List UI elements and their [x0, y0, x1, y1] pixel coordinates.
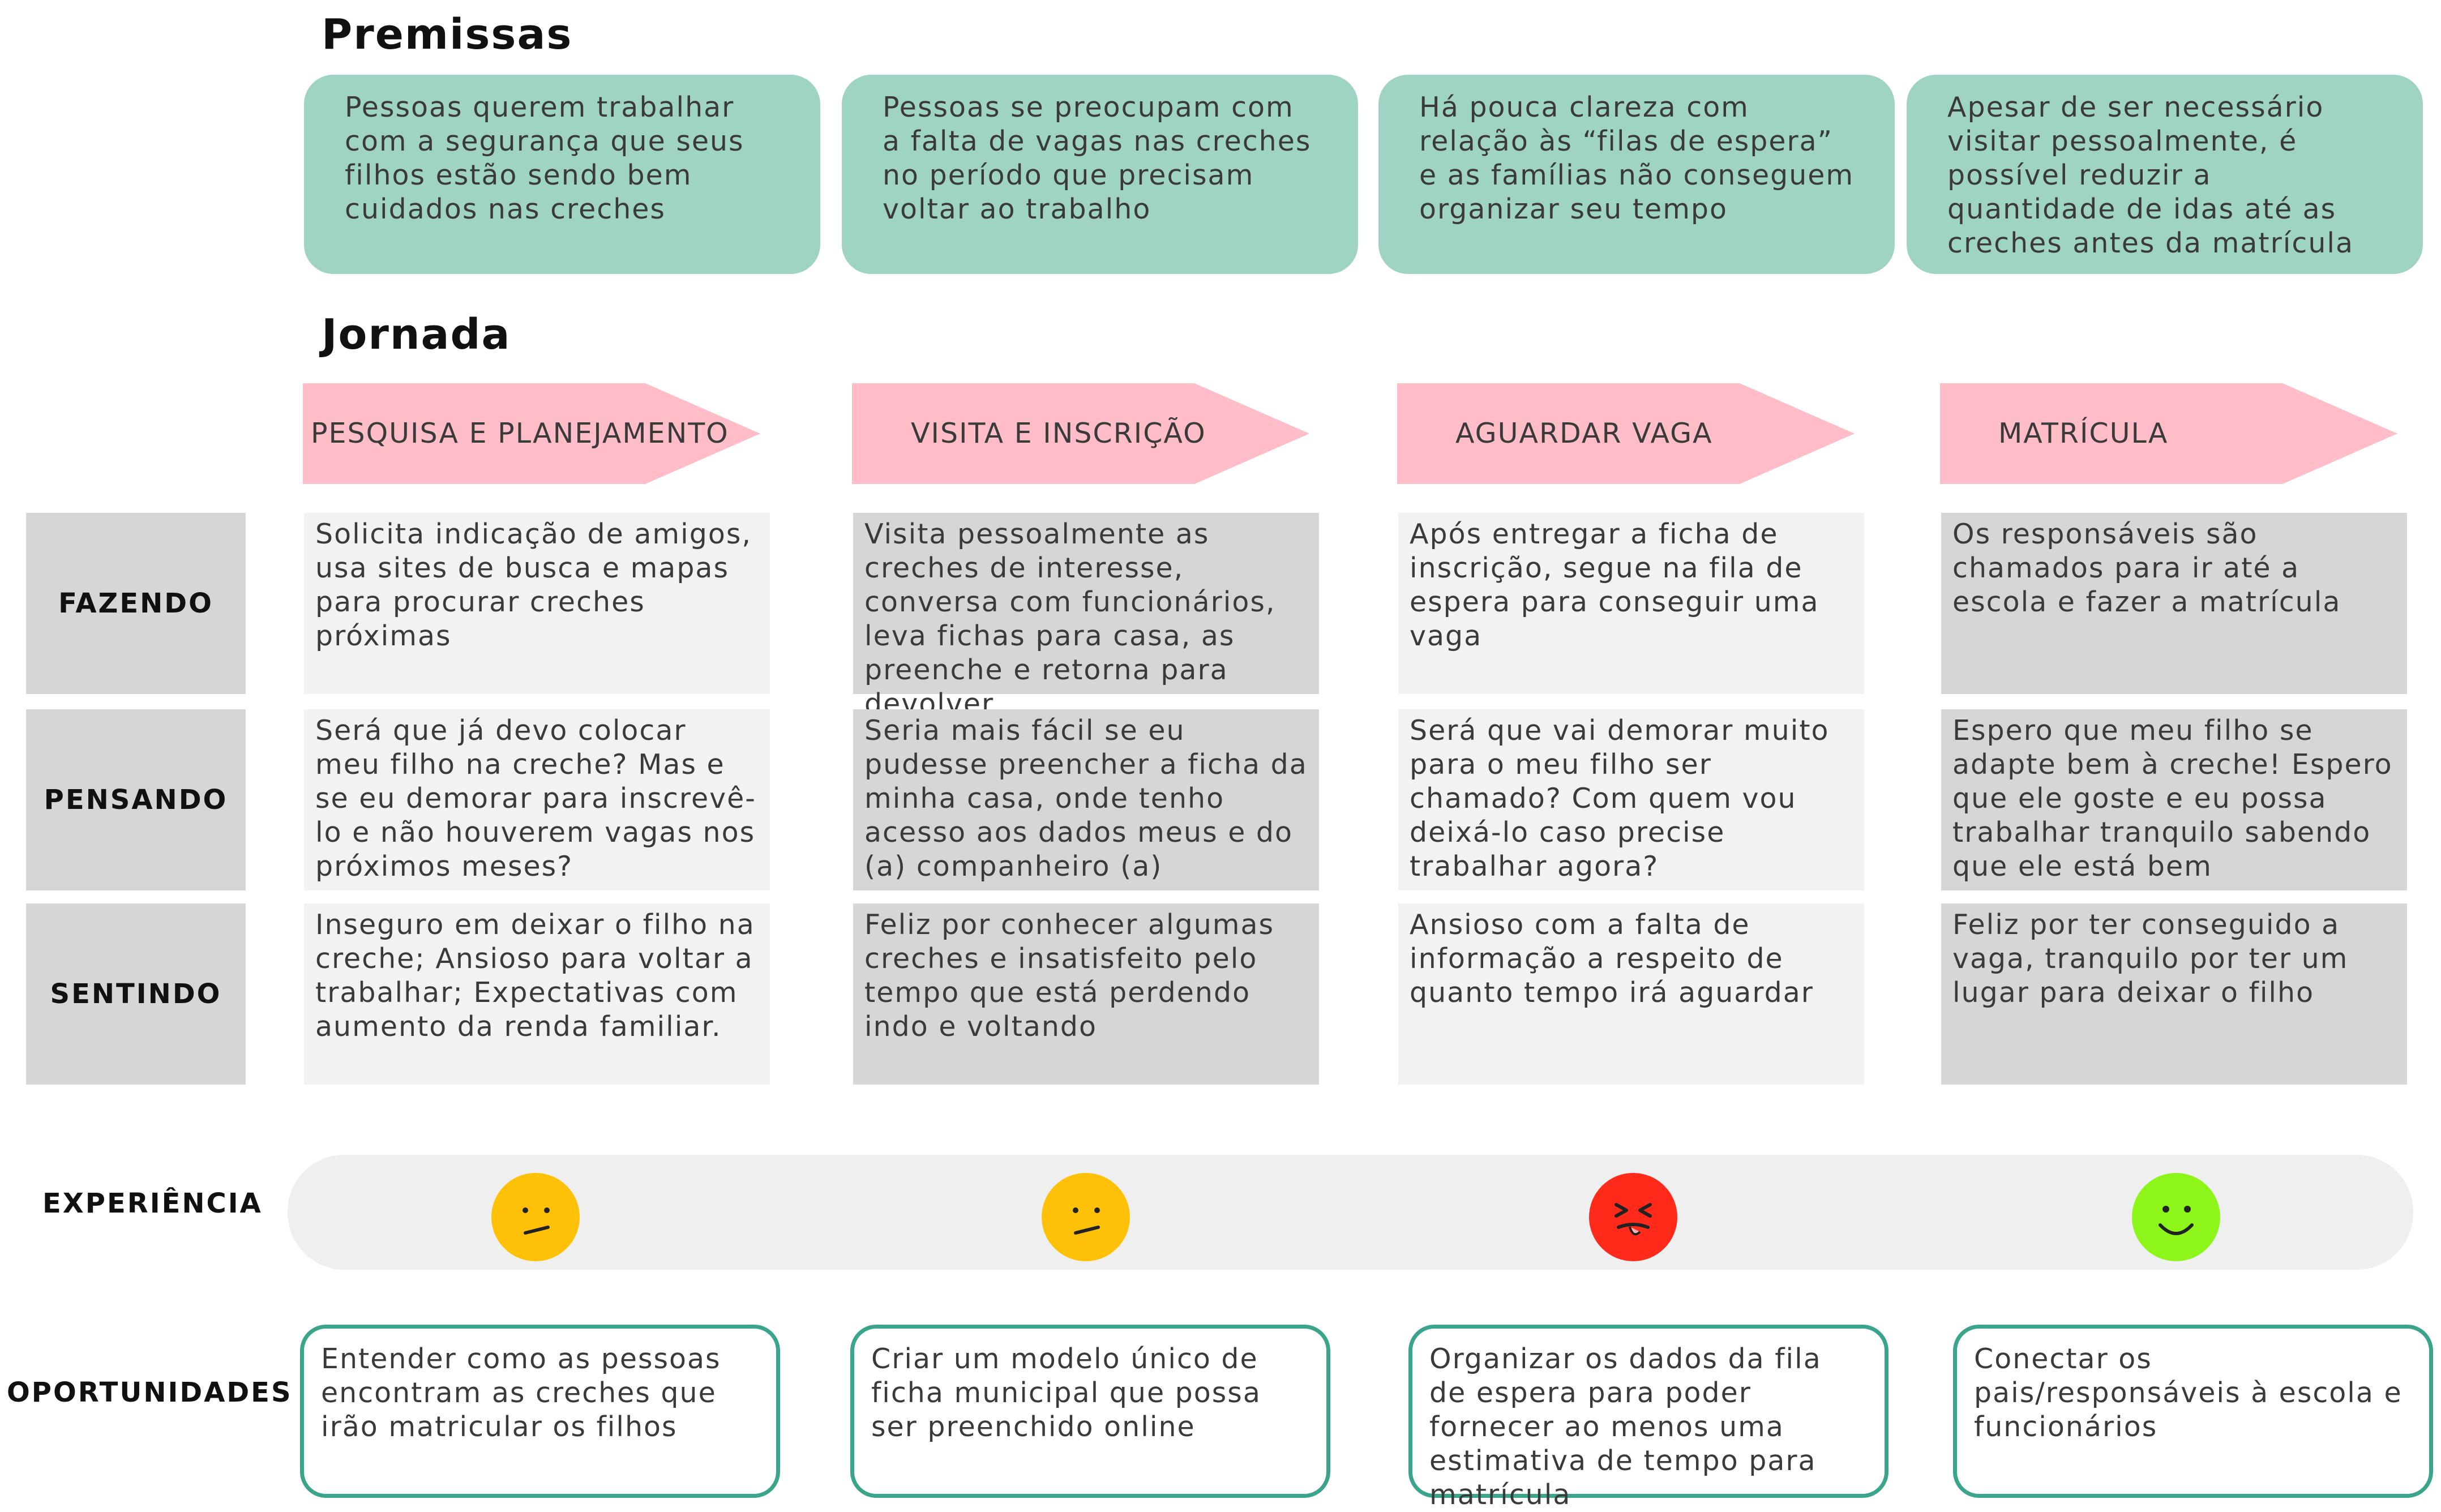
- stage-arrow: VISITA E INSCRIÇÃO: [852, 383, 1309, 484]
- sentindo-cell: Inseguro em deixar o filho na creche; An…: [304, 903, 770, 1085]
- opportunities-label: OPORTUNIDADES: [7, 1377, 293, 1408]
- opportunity-card: Conectar os pais/responsáveis à escola e…: [1953, 1325, 2433, 1498]
- fazendo-cell: Solicita indicação de amigos, usa sites …: [304, 513, 770, 694]
- opportunity-card: Criar um modelo único de ficha municipal…: [850, 1325, 1330, 1498]
- opportunity-card: Entender como as pessoas encontram as cr…: [300, 1325, 780, 1498]
- stage-label: AGUARDAR VAGA: [1455, 417, 1713, 449]
- confused-face-icon: [1042, 1173, 1130, 1261]
- confused-face-icon: [491, 1173, 580, 1261]
- stage-arrow: AGUARDAR VAGA: [1397, 383, 1855, 484]
- pensando-cell: Será que vai demorar muito para o meu fi…: [1398, 709, 1864, 890]
- pensando-cell: Espero que meu filho se adapte bem à cre…: [1941, 709, 2407, 890]
- opportunity-card: Organizar os dados da fila de espera par…: [1408, 1325, 1888, 1511]
- pensando-cell: Será que já devo colocar meu filho na cr…: [304, 709, 770, 890]
- smiling-face-icon: [2132, 1173, 2220, 1261]
- pensando-cell: Seria mais fácil se eu pudesse preencher…: [853, 709, 1319, 890]
- row-label-sentindo: SENTINDO: [26, 903, 246, 1085]
- row-label-pensando: PENSANDO: [26, 709, 246, 890]
- fazendo-cell: Visita pessoalmente as creches de intere…: [853, 513, 1319, 720]
- sentindo-cell: Ansioso com a falta de informação a resp…: [1398, 903, 1864, 1085]
- premissas-heading: Premissas: [322, 10, 573, 59]
- experience-bar: [288, 1155, 2413, 1270]
- premise-card: Apesar de ser necessário visitar pessoal…: [1907, 75, 2423, 274]
- stage-arrow: PESQUISA E PLANEJAMENTO: [303, 383, 760, 484]
- sentindo-cell: Feliz por conhecer algumas creches e ins…: [853, 903, 1319, 1085]
- premise-card: Há pouca clareza com relação às “filas d…: [1378, 75, 1895, 274]
- angry-face-icon: [1589, 1173, 1677, 1261]
- stage-arrow: MATRÍCULA: [1940, 383, 2397, 484]
- row-label-fazendo: FAZENDO: [26, 513, 246, 694]
- stage-label: MATRÍCULA: [1998, 417, 2169, 449]
- fazendo-cell: Os responsáveis são chamados para ir até…: [1941, 513, 2407, 694]
- premise-card: Pessoas se preocupam com a falta de vaga…: [842, 75, 1358, 274]
- jornada-heading: Jornada: [322, 310, 511, 359]
- stage-label: PESQUISA E PLANEJAMENTO: [311, 417, 729, 449]
- premise-card: Pessoas querem trabalhar com a segurança…: [304, 75, 820, 274]
- sentindo-cell: Feliz por ter conseguido a vaga, tranqui…: [1941, 903, 2407, 1085]
- fazendo-cell: Após entregar a ficha de inscrição, segu…: [1398, 513, 1864, 694]
- experience-label: EXPERIÊNCIA: [42, 1188, 263, 1219]
- stage-label: VISITA E INSCRIÇÃO: [911, 417, 1206, 449]
